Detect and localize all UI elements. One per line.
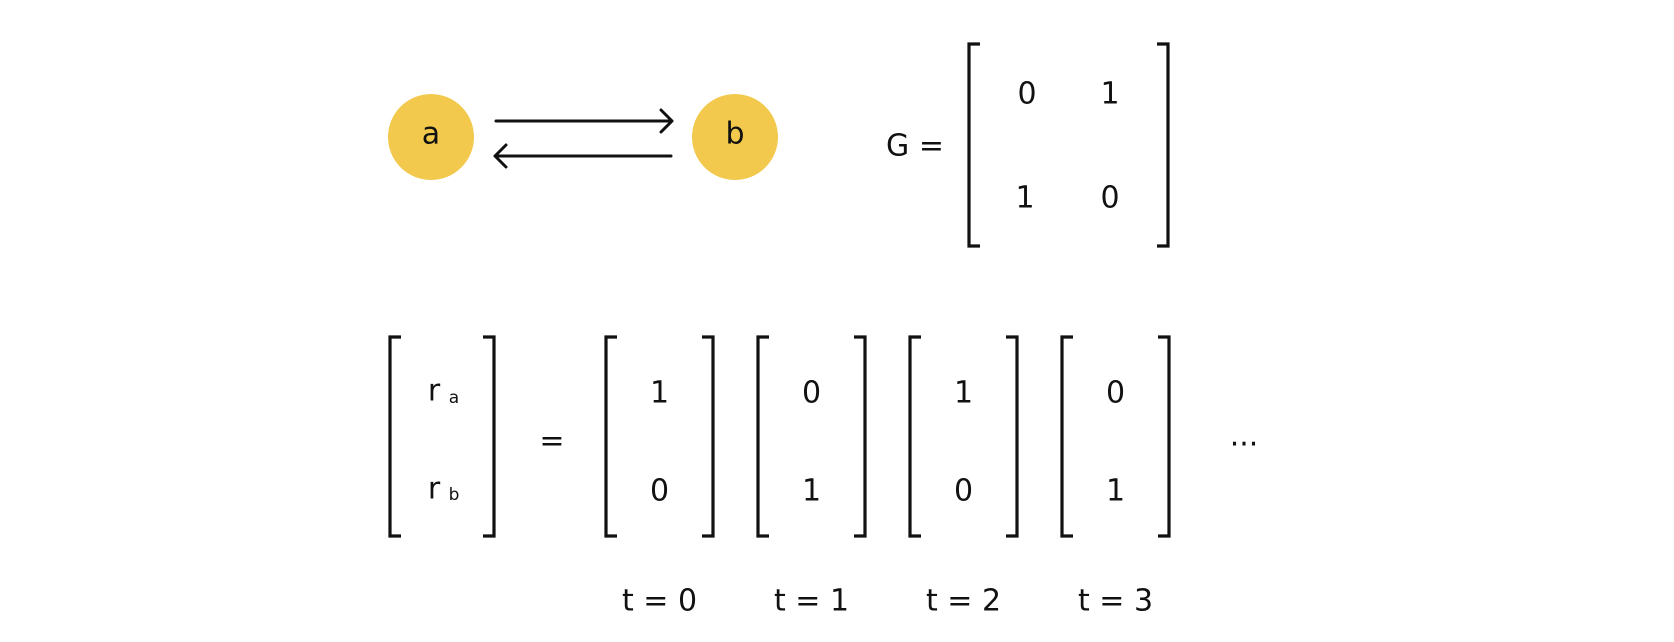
rank-b-base: r bbox=[428, 472, 441, 507]
left-bracket bbox=[1060, 335, 1073, 538]
vector-value: 1 bbox=[802, 474, 821, 509]
iteration-vector-t2: 1 0 t = 2 bbox=[908, 335, 1019, 619]
vector-value: 0 bbox=[802, 376, 821, 411]
iteration-label: t = 3 bbox=[1078, 584, 1153, 619]
iterations: 1 0 t = 0 0 1 t = 1 1 0 t = 2 0 1 t = 3 bbox=[604, 335, 1171, 619]
vector-value: 1 bbox=[1106, 474, 1125, 509]
right-bracket bbox=[702, 335, 715, 538]
left-bracket bbox=[388, 335, 401, 538]
vector-value: 0 bbox=[954, 474, 973, 509]
edge-b-to-a-arrow bbox=[493, 143, 673, 169]
right-bracket bbox=[854, 335, 867, 538]
iteration-label: t = 2 bbox=[926, 584, 1001, 619]
vector-value: 1 bbox=[954, 376, 973, 411]
iteration-label: t = 1 bbox=[774, 584, 849, 619]
left-bracket bbox=[908, 335, 921, 538]
matrix-cell: 1 bbox=[1015, 181, 1034, 216]
node-b-label: b bbox=[725, 117, 744, 152]
graph: a b bbox=[388, 94, 778, 180]
matrix-cell: 0 bbox=[1017, 77, 1036, 112]
vector-value: 1 bbox=[650, 376, 669, 411]
right-bracket bbox=[1157, 42, 1170, 248]
right-bracket bbox=[1006, 335, 1019, 538]
rank-a-base: r bbox=[428, 374, 441, 409]
right-bracket bbox=[1158, 335, 1171, 538]
vector-value: 0 bbox=[650, 474, 669, 509]
equals-sign: = bbox=[539, 424, 564, 459]
iteration-vector-t3: 0 1 t = 3 bbox=[1060, 335, 1171, 619]
node-b bbox=[692, 94, 778, 180]
iteration-vector-t1: 0 1 t = 1 bbox=[756, 335, 867, 619]
matrix-cell: 0 bbox=[1100, 181, 1119, 216]
iteration-label: t = 0 bbox=[622, 584, 697, 619]
left-bracket bbox=[604, 335, 617, 538]
edge-a-to-b-arrow bbox=[494, 108, 674, 134]
vector-value: 0 bbox=[1106, 376, 1125, 411]
matrix-g-label: G = bbox=[886, 129, 944, 164]
right-bracket bbox=[483, 335, 496, 538]
node-a bbox=[388, 94, 474, 180]
node-a-label: a bbox=[422, 117, 440, 152]
left-bracket bbox=[756, 335, 769, 538]
rank-a-sub: a bbox=[449, 388, 459, 408]
matrix-cell: 1 bbox=[1100, 77, 1119, 112]
iteration-vector-t0: 1 0 t = 0 bbox=[604, 335, 715, 619]
ellipsis: ... bbox=[1230, 419, 1259, 454]
rank-vector: r a r b = bbox=[388, 335, 565, 538]
left-bracket bbox=[967, 42, 980, 248]
rank-b-sub: b bbox=[449, 485, 460, 505]
matrix-g: G = 0 1 1 0 bbox=[886, 42, 1170, 248]
